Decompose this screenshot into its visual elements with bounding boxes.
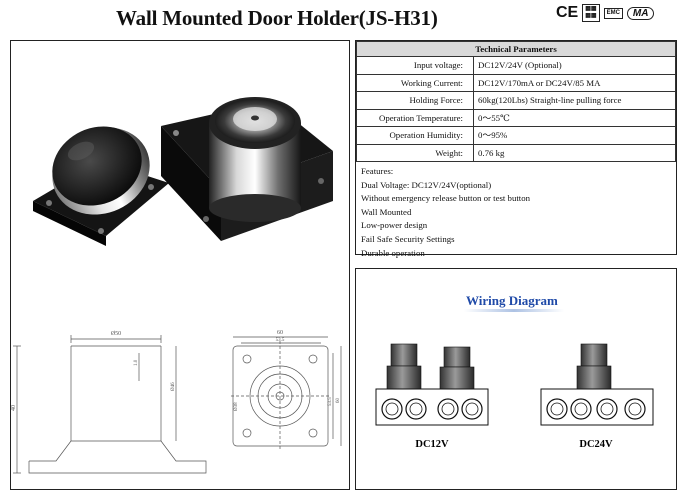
spec-label: Operation Humidity:	[356, 126, 474, 145]
table-row: Holding Force: 60kg(120Lbs) Straight-lin…	[356, 91, 676, 110]
list-item: Wall Mounted	[361, 206, 412, 217]
front-view-drawing	[13, 335, 207, 474]
features-list: Features: Dual Voltage: DC12V/24V(option…	[356, 162, 676, 263]
spec-table: Technical Parameters Input voltage: DC12…	[356, 41, 676, 162]
list-item: Fail Safe Security Settings	[361, 233, 455, 244]
product-panel: Ø50 40 1.0 Ø46 60 53.5 Ø38 53.5 60	[10, 40, 350, 490]
spec-header-row: Technical Parameters	[356, 41, 676, 57]
armature-plate-photo	[33, 126, 169, 246]
spec-value: DC12V/170mA or DC24V/85 MA	[473, 73, 676, 92]
spec-label: Working Current:	[356, 73, 474, 92]
dc24v-terminal: DC24V	[540, 343, 654, 450]
list-item: Without emergency release button or test…	[361, 193, 531, 204]
dc12v-label: DC12V	[415, 439, 449, 450]
wiring-title: Wiring Diagram	[466, 293, 558, 308]
wiring-illustration: DC12V DC24V	[375, 309, 654, 450]
dim-front-top: Ø50	[111, 331, 121, 337]
spec-value: 0.76 kg	[473, 143, 676, 162]
table-row: Weight: 0.76 kg	[356, 143, 676, 162]
list-item: Dual Voltage: DC12V/24V(optional)	[361, 179, 492, 190]
spec-label: Operation Temperature:	[356, 108, 474, 127]
cma-logo: MA	[626, 6, 655, 20]
plan-view-drawing	[231, 336, 342, 451]
certification-logos: CE ▦▦▦▦ EMC MA	[556, 4, 655, 22]
product-illustration: Ø50 40 1.0 Ø46 60 53.5 Ø38 53.5 60	[11, 97, 342, 474]
dim-plan-side-a: 53.5	[328, 397, 333, 406]
list-item: Durable operation	[361, 247, 425, 258]
electromagnet-photo	[161, 97, 333, 241]
wiring-diagram-panel: Wiring Diagram	[355, 268, 677, 490]
spec-label: Weight:	[356, 143, 474, 162]
list-item: Low-power design	[361, 220, 428, 231]
spec-label: Input voltage:	[356, 56, 474, 75]
dc24v-label: DC24V	[579, 439, 613, 450]
dim-plan-inner: 53.5	[276, 338, 285, 343]
dc12v-terminal: DC12V	[375, 343, 489, 450]
spec-value: 60kg(120Lbs) Straight-line pulling force	[473, 91, 676, 110]
dim-front-inner: Ø46	[171, 382, 176, 391]
dim-plan-width: 60	[277, 330, 283, 336]
spec-heading: Technical Parameters	[356, 41, 676, 57]
dim-plan-hole: Ø38	[234, 402, 239, 411]
spec-value: 0～95%	[473, 126, 676, 145]
table-row: Working Current: DC12V/170mA or DC24V/85…	[356, 73, 676, 92]
table-row: Operation Temperature: 0～55℃	[356, 108, 676, 127]
dim-plan-side-b: 60	[336, 398, 341, 404]
dim-front-side: 40	[11, 405, 17, 411]
spec-value: DC12V/24V (Optional)	[473, 56, 676, 75]
table-row: Input voltage: DC12V/24V (Optional)	[356, 56, 676, 75]
technical-parameters-panel: Technical Parameters Input voltage: DC12…	[355, 40, 677, 258]
spec-value: 0～55℃	[473, 108, 676, 127]
spec-label: Holding Force:	[356, 91, 474, 110]
page-title: Wall Mounted Door Holder(JS-H31)	[116, 6, 438, 30]
ce-logo: CE	[556, 4, 579, 21]
table-row: Operation Humidity: 0～95%	[356, 126, 676, 145]
emc-logo: EMC	[603, 7, 623, 19]
features-heading: Features:	[361, 166, 394, 176]
factory-logo: ▦▦▦▦	[582, 4, 600, 22]
dim-front-mid: 1.0	[134, 359, 139, 366]
